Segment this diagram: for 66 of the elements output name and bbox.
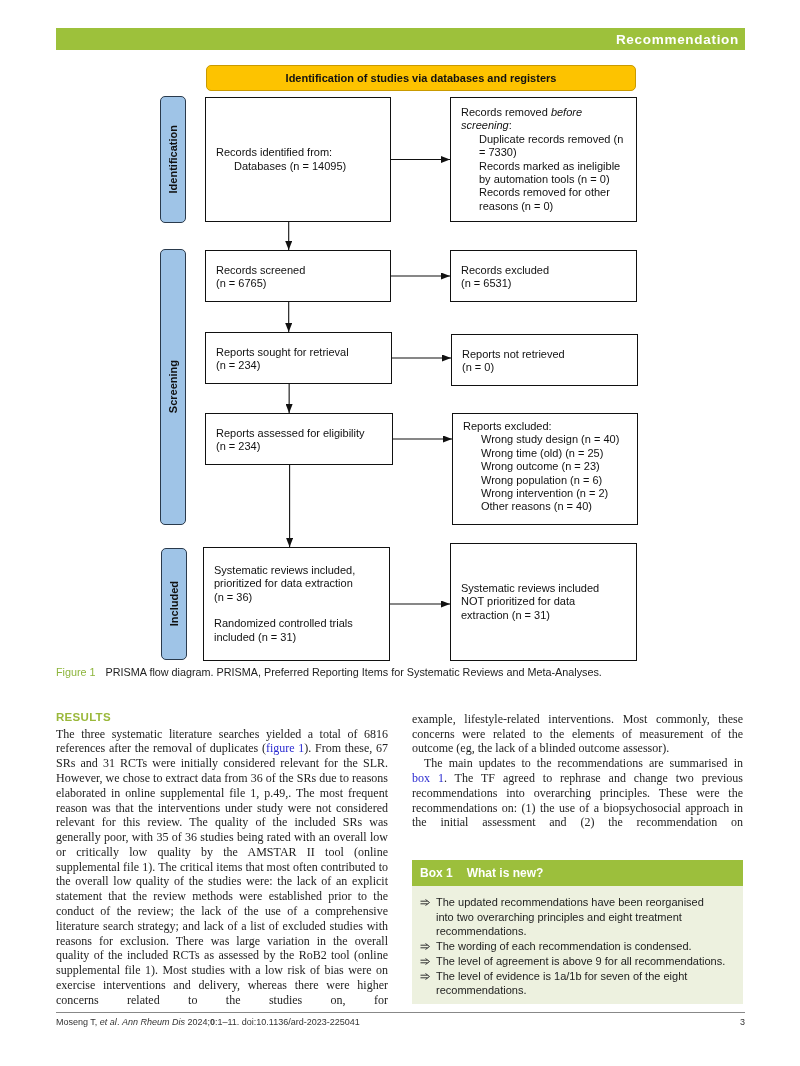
page-number: 3	[740, 1017, 745, 1027]
arrow	[285, 221, 293, 251]
arrow	[285, 301, 293, 333]
arrow	[389, 600, 451, 608]
arrow	[390, 156, 451, 163]
process-box	[450, 97, 637, 222]
arrow	[392, 435, 453, 443]
body-paragraph: example, lifestyle-related interventions. Most commonly, these concerns were related to the elements of measurement of the outcome (eg, the lack of a blinded outcome assessor).	[412, 711, 743, 757]
box-number: Box 1	[420, 866, 453, 880]
box-text: Records marked as ineligible by automation tools (n = 0)	[479, 159, 622, 187]
process-box	[450, 250, 637, 302]
box-text: Records identified from:	[216, 146, 333, 160]
box-text: Systematic reviews included NOT prioritized for data extraction (n = 31)	[461, 581, 601, 623]
stage-band	[160, 96, 186, 223]
figure-caption: Figure 1 PRISMA flow diagram. PRISMA, Preferred Reporting Items for Systematic Reviews and Meta-Analyses.	[56, 666, 602, 678]
box-text: Records removed for other reasons (n = 0)	[479, 186, 611, 214]
box-text: Databases (n = 14095)	[234, 159, 347, 173]
process-box	[452, 413, 638, 525]
arrow	[390, 272, 451, 280]
box-text: Records excluded (n = 6531)	[461, 264, 550, 291]
running-header-text: Recommendation	[615, 31, 739, 47]
box-text: Wrong intervention (n = 2)	[481, 487, 609, 501]
footer-citation: Moseng T, et al. Ann Rheum Dis 2024;0:1–11. doi:10.1136/ard-2023-225041	[56, 1017, 360, 1027]
stage-band	[160, 249, 186, 525]
running-header-bar	[56, 28, 745, 50]
section-heading: RESULTS	[56, 711, 111, 723]
process-box	[205, 413, 393, 465]
box-text: Wrong time (old) (n = 25)	[481, 446, 604, 461]
text-link: figure 1	[265, 741, 305, 756]
body-paragraph: The three systematic literature searches yielded a total of 6816 references after the removal of duplicates (figure 1). From these, 67 SRs and 31 RCTs were initially considered relevant for the SLR. However, we chose to extract data from 36 of the SRs due to reasons elaborated in online supplemental file 1, p.49,. The most frequent reason was that the interventions under study were not considered relevant for this review. The quality of the included SRs was generally poor, with 35 of 36 studies being rated with an overall low or critically low quality by the AMSTAR II tool (online supplemental file 1). The critical items that most often contributed to the overall low quality of the studies were: the lack of an explicit statement that the review methods were established prior to the conduct of the review; the lack of the use of a comprehensive literature search strategy; and lack of a list of excluded studies with reasons for exclusion. There was large variation in the overall quality of the included RCTs as assessed by the RoB2 tool (online supplemental file 1). Most studies with a low risk of bias were on exercise interventions and delivery, whereas there were higher concerns related to the studies on, for	[56, 726, 388, 1008]
arrow	[286, 464, 294, 548]
box-text: Other reasons (n = 40)	[481, 500, 592, 514]
box-text: Records screened (n = 6765)	[216, 264, 306, 291]
info-box	[412, 860, 743, 1004]
phase-banner	[206, 65, 636, 91]
stage-label: Included	[168, 581, 180, 627]
box-text: Reports assessed for eligibility (n = 234)	[216, 427, 365, 454]
process-box	[450, 543, 637, 661]
list-item-text: The wording of each recommendation is condensed.	[436, 939, 692, 954]
box-text: Reports not retrieved (n = 0)	[462, 348, 565, 375]
list-item-text: The updated recommendations have been reorganised into two overarching principles and eight treatment recommendations.	[436, 895, 705, 940]
stage-label: Screening	[167, 360, 179, 414]
process-box	[205, 332, 392, 384]
stage-band	[161, 548, 187, 660]
box-text: Systematic reviews included, prioritized for data extraction (n = 36)	[214, 564, 357, 605]
body-paragraph: The main updates to the recommendations are summarised in box 1. The TF agreed to rephrase and change two previous recommendations into overarching principles. These were the recommendations on: (1) the use of a biopsychosocial approach in the initial assessment and (2) the recommendation on	[412, 756, 743, 831]
arrow	[285, 383, 293, 414]
list-item-text: The level of agreement is above 9 for all recommendations.	[436, 953, 726, 969]
process-box	[203, 547, 390, 661]
text-link: box 1	[412, 771, 444, 786]
process-box	[205, 97, 391, 222]
box-text: Wrong population (n = 6)	[481, 473, 603, 488]
stage-label: Identification	[167, 125, 179, 194]
process-box	[451, 334, 638, 386]
arrow	[391, 354, 452, 362]
process-box	[205, 250, 391, 302]
box-text: Wrong outcome (n = 23)	[481, 460, 600, 474]
box-title: What is new?	[466, 866, 544, 880]
box-text: Randomized controlled trials included (n = 31)	[214, 617, 354, 644]
list-item-text: The level of evidence is 1a/1b for seven of the eight recommendations.	[436, 968, 689, 998]
box-text: Reports sought for retrieval (n = 234)	[216, 346, 349, 373]
banner-text: Identification of studies via databases and registers	[285, 72, 557, 84]
box-text: Reports excluded:	[463, 420, 552, 434]
box-text: Wrong study design (n = 40)	[481, 433, 620, 447]
box-text: Duplicate records removed (n = 7330)	[479, 132, 625, 160]
box-text: Records removed before screening:	[461, 106, 584, 133]
